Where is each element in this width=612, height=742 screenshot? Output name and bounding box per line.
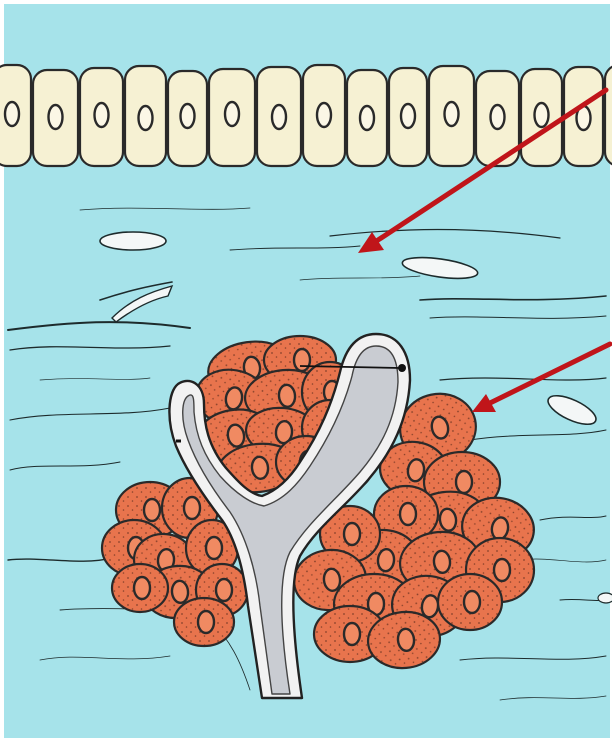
acinar-cell xyxy=(112,564,168,612)
acinar-nucleus xyxy=(144,499,160,521)
epithelial-nucleus xyxy=(95,103,109,127)
acinar-nucleus xyxy=(198,611,214,633)
acinar-nucleus xyxy=(456,471,472,493)
epithelial-nucleus xyxy=(445,102,459,126)
duct-dot xyxy=(398,364,406,372)
epithelial-nucleus xyxy=(5,102,19,126)
epithelial-nucleus xyxy=(401,104,415,128)
epithelial-nucleus xyxy=(317,103,331,127)
epithelial-nucleus xyxy=(49,105,63,129)
epithelial-nucleus xyxy=(360,106,374,130)
acinar-nucleus xyxy=(278,384,296,407)
epithelial-nucleus xyxy=(535,103,549,127)
acinar-nucleus xyxy=(184,497,200,519)
epithelial-nucleus xyxy=(181,104,195,128)
acinar-nucleus xyxy=(464,591,480,613)
acinar-nucleus xyxy=(251,456,269,480)
acinar-nucleus xyxy=(433,550,451,573)
acinar-cell xyxy=(438,574,502,630)
acinar-nucleus xyxy=(397,628,415,651)
acinar-nucleus xyxy=(344,623,360,645)
surface-epithelium xyxy=(0,65,612,166)
acinar-nucleus xyxy=(171,580,189,603)
acinar-nucleus xyxy=(216,579,232,601)
acinar-nucleus xyxy=(134,577,150,599)
vessel xyxy=(100,232,166,250)
epithelial-nucleus xyxy=(225,102,239,126)
epithelial-nucleus xyxy=(272,105,286,129)
acinar-nucleus xyxy=(294,349,310,371)
acinar-nucleus xyxy=(206,537,222,559)
acinar-nucleus xyxy=(377,549,395,572)
acinar-nucleus xyxy=(494,559,510,581)
acinar-nucleus xyxy=(400,503,416,525)
acinar-nucleus xyxy=(344,523,360,545)
epithelial-cell xyxy=(605,65,612,166)
acinar-cell xyxy=(174,598,234,646)
acinar-nucleus xyxy=(323,568,341,592)
epithelial-nucleus xyxy=(139,106,153,130)
vessel xyxy=(598,593,612,603)
epithelial-nucleus xyxy=(491,105,505,129)
